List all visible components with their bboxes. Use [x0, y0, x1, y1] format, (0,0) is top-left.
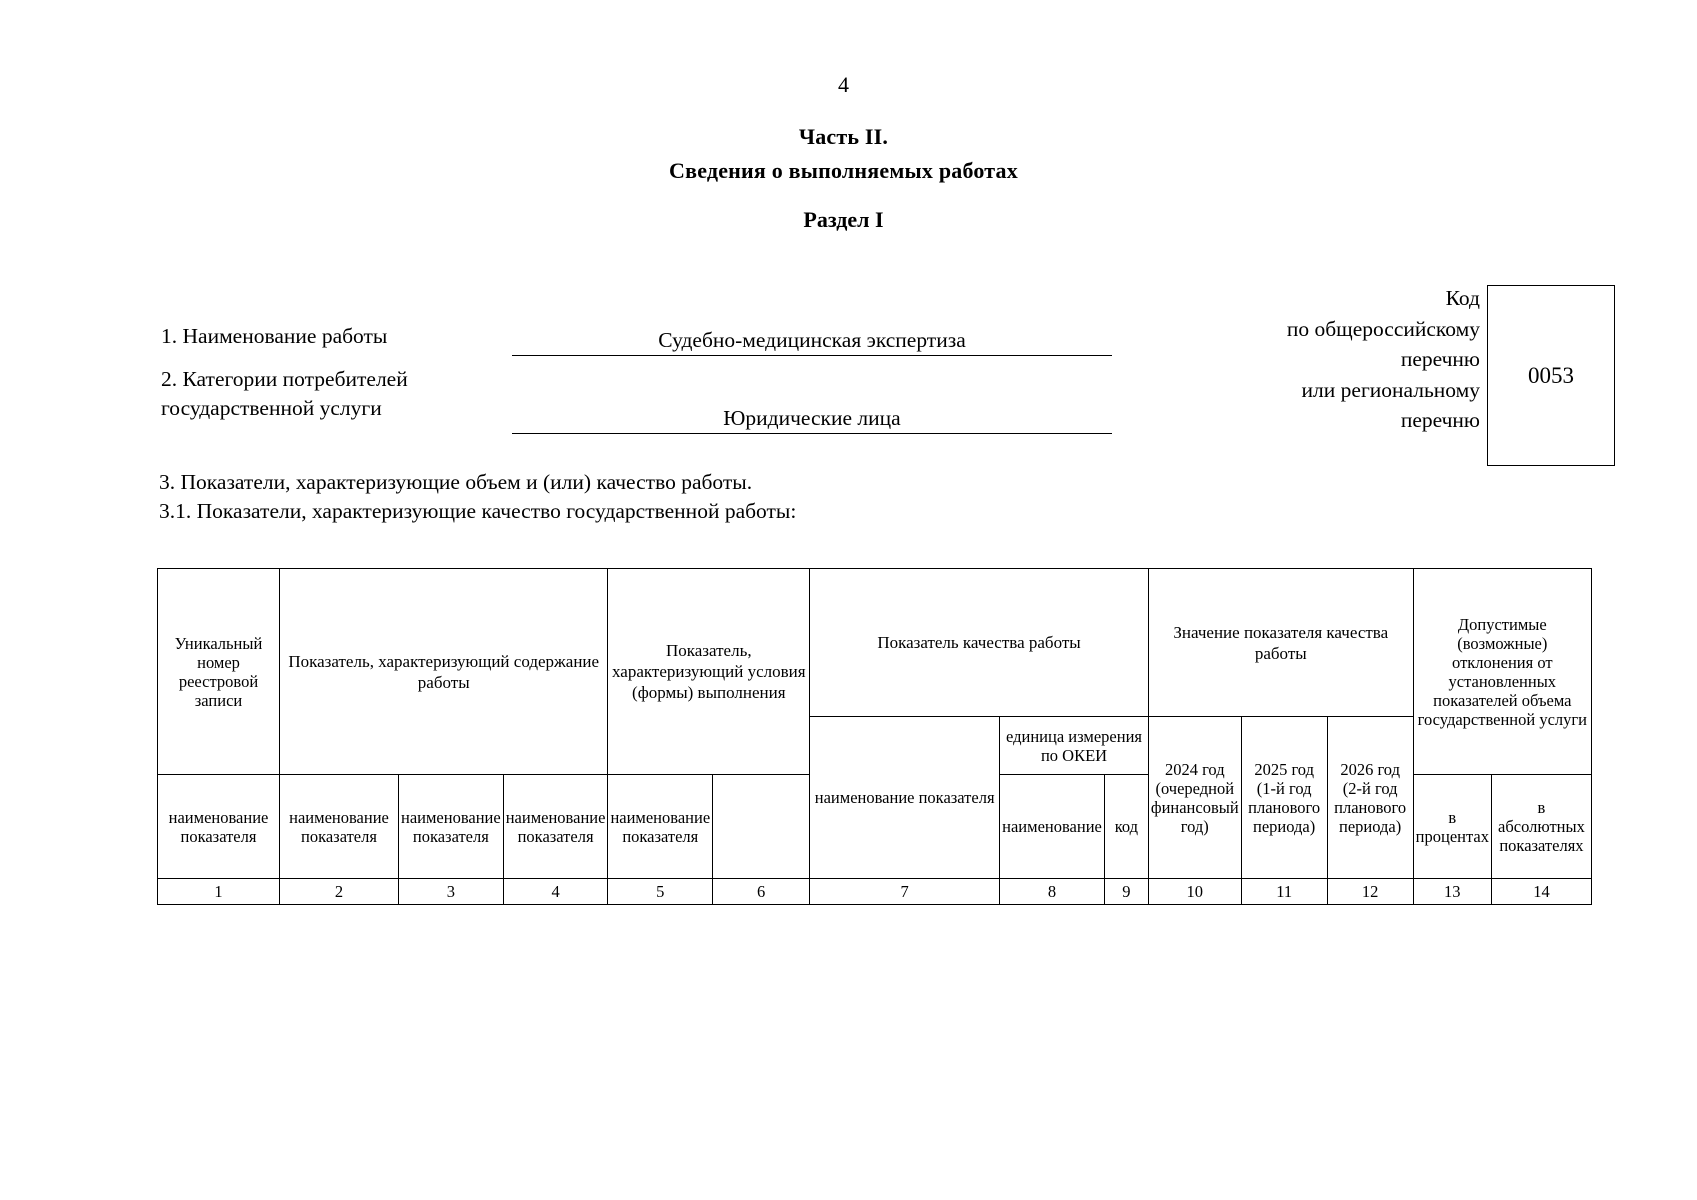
- table-header-row-sub: наименование показателя единица измерени…: [158, 716, 1592, 879]
- part-title: Часть II.: [0, 120, 1697, 154]
- code-label-line-3: перечню: [1400, 347, 1480, 371]
- column-number-8: 8: [999, 878, 1105, 905]
- header-allowed-deviations: Допустимые (возможные) отклонения от уст…: [1412, 568, 1592, 775]
- header-quality-indicator: Показатель качества работы: [809, 568, 1149, 717]
- header-quality-value: Значение показателя качества работы: [1147, 568, 1414, 717]
- header-unit-name: наименование: [999, 774, 1105, 879]
- section-title-text: Раздел I: [803, 207, 884, 232]
- header-year-2026: 2026 год (2-й год планового периода): [1326, 716, 1414, 879]
- code-label-line-1: Код: [1445, 286, 1480, 310]
- page-number-value: 4: [838, 72, 849, 97]
- code-value: 0053: [1528, 362, 1574, 388]
- header-unit-code: код: [1103, 774, 1149, 879]
- field-1-label: 1. Наименование работы: [161, 324, 388, 348]
- code-label-line-4: или региональному: [1301, 377, 1480, 402]
- code-value-box: 0053: [1487, 285, 1615, 466]
- column-number-13: 13: [1412, 878, 1492, 905]
- document-title-block: Часть II. Сведения о выполняемых работах: [0, 120, 1697, 188]
- column-number-5: 5: [607, 878, 714, 905]
- table-grid: Уникальный номер реестровой записи Показ…: [157, 568, 1592, 905]
- column-number-2: 2: [279, 878, 399, 905]
- header-indicator-name-7: наименование показателя: [809, 716, 1001, 879]
- paragraph-3-1: 3.1. Показатели, характеризующие качеств…: [159, 499, 797, 523]
- field-2-label-line-1: 2. Категории потребителей: [161, 367, 408, 391]
- code-label: Код по общероссийскому перечню или регио…: [1090, 283, 1480, 436]
- table-header-row-groups: Уникальный номер реестровой записи Показ…: [157, 568, 1592, 775]
- column-number-9: 9: [1103, 878, 1149, 905]
- column-number-11: 11: [1240, 878, 1328, 905]
- column-number-7: 7: [809, 878, 1001, 905]
- code-label-line-2: по общероссийскому: [1286, 316, 1480, 341]
- field-1-value: Судебно-медицинская экспертиза: [512, 329, 1112, 356]
- header-year-2024: 2024 год (очередной финансовый год): [1147, 716, 1242, 879]
- column-number-12: 12: [1326, 878, 1414, 905]
- part-subtitle-text: Сведения о выполняемых работах: [669, 158, 1018, 183]
- code-label-line-5: перечню: [1400, 408, 1480, 432]
- column-number-3: 3: [398, 878, 504, 905]
- header-unique-reg-number: Уникальный номер реестровой записи: [157, 568, 280, 775]
- table-column-numbers-row: 1 2 3 4 5 6 7 8 9 10 11 12 13 14: [157, 878, 1592, 905]
- part-title-text: Часть II.: [798, 124, 889, 149]
- column-number-10: 10: [1147, 878, 1242, 905]
- part-subtitle: Сведения о выполняемых работах: [0, 154, 1697, 188]
- column-number-4: 4: [502, 878, 609, 905]
- header-indicator-name-5: наименование показателя: [502, 774, 609, 879]
- field-2-value: Юридические лица: [512, 407, 1112, 434]
- header-in-absolute: в абсолютных показателях: [1490, 774, 1592, 879]
- header-indicator-name-3: наименование показателя: [279, 774, 399, 879]
- header-indicator-content: Показатель, характеризующий содержание р…: [278, 568, 609, 775]
- column-number-1: 1: [157, 878, 280, 905]
- section-title: Раздел I: [0, 207, 1697, 233]
- paragraph-3: 3. Показатели, характеризующие объем и (…: [159, 470, 753, 494]
- field-2-label-line-2: государственной услуги: [161, 396, 382, 420]
- header-indicator-name-2: наименование показателя: [157, 774, 280, 879]
- header-year-2025: 2025 год (1-й год планового периода): [1240, 716, 1328, 879]
- column-number-6: 6: [712, 878, 811, 905]
- header-in-percent: в процентах: [1412, 774, 1492, 879]
- header-indicator-name-6: наименование показателя: [607, 774, 714, 879]
- table-header-row-indicator-names: наименование показателя наименование пок…: [157, 774, 1592, 879]
- header-indicator-name-4: наименование показателя: [398, 774, 504, 879]
- page-number: 4: [0, 72, 1697, 98]
- header-unit-okei: единица измерения по ОКЕИ: [999, 716, 1149, 775]
- quality-indicators-table: Уникальный номер реестровой записи Показ…: [157, 568, 1592, 905]
- column-number-14: 14: [1490, 878, 1592, 905]
- header-indicator-conditions: Показатель, характеризующий условия (фор…: [607, 568, 811, 775]
